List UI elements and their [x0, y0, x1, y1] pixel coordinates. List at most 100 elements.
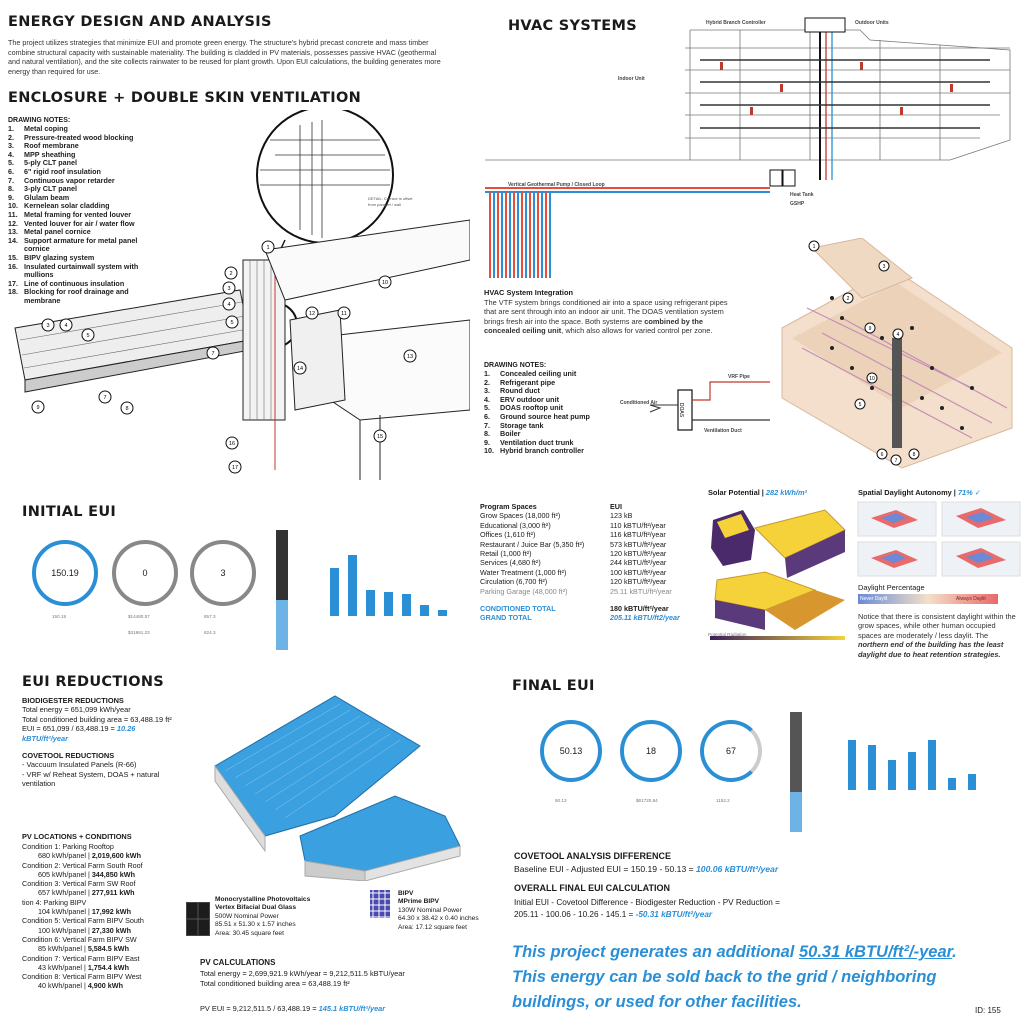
initial-eui-title: INITIAL EUI: [22, 504, 117, 520]
covetool-reduction-1: - Vaccuum Insulated Panels (R-66): [22, 760, 137, 770]
svg-text:17: 17: [232, 465, 238, 471]
pv-condition-value: 100 kWh/panel | 27,330 kWh: [38, 925, 131, 935]
svg-text:7: 7: [103, 395, 106, 401]
hvac-note-item: 7.Storage tank: [484, 420, 544, 430]
final-eui-title: FINAL EUI: [512, 678, 595, 694]
final-bar-4: [908, 752, 916, 790]
final-stack-blue: [790, 792, 802, 832]
pv-condition-value: 605 kWh/panel | 344,850 kWh: [38, 869, 135, 879]
final-eui-value: 50.13: [555, 798, 567, 803]
pv-condition-label: Condition 7: Vertical Farm BIPV East: [22, 953, 140, 963]
pv-condition-value: 657 kWh/panel | 277,911 kWh: [38, 888, 135, 898]
enclosure-note-item: 1.Metal coping: [8, 124, 68, 133]
conditioned-total-label: CONDITIONED TOTAL: [480, 604, 556, 614]
overall-calc-title: OVERALL FINAL EUI CALCULATION: [514, 883, 670, 893]
ventilation-duct-label: Ventilation Duct: [704, 428, 742, 434]
hvac-note-item: 9.Ventilation duct trunk: [484, 437, 574, 447]
biodigester-line-1: Total energy = 651,099 kWh/year: [22, 705, 131, 715]
enclosure-note-item: 8.3-ply CLT panel: [8, 184, 77, 194]
overall-calc-line-2: 205.11 - 100.06 - 10.26 - 145.1 = -50.31…: [514, 910, 713, 919]
initial-bar-7: [438, 610, 447, 616]
enclosure-note-item: 14.Support armature for metal panel corn…: [8, 235, 138, 254]
never-daylit-label: Never Daylit: [860, 596, 888, 602]
hvac-integration-text: The VTF system brings conditioned air in…: [484, 298, 728, 336]
svg-text:DETAIL: Cornice is offset: DETAIL: Cornice is offset: [368, 196, 413, 201]
initial-bar-3: [366, 590, 375, 616]
geothermal-label: Vertical Geothermal Pump / Closed Loop: [508, 182, 605, 188]
svg-text:2: 2: [229, 271, 232, 277]
bipv-panel-image: [370, 890, 390, 918]
enclosure-note-item: 4.MPP sheathing: [8, 149, 76, 159]
eui-header: EUI: [610, 502, 622, 511]
mono-pv-spec: Monocrystalline Photovoltaics Vertex Bif…: [215, 896, 311, 937]
daylight-percentage-title: Daylight Percentage: [858, 583, 925, 592]
enclosure-note-item: 17.Line of continuous insulation: [8, 278, 125, 288]
svg-text:8: 8: [125, 406, 128, 412]
hvac-note-item: 4.ERV outdoor unit: [484, 394, 559, 404]
pv-condition-label: tion 4: Parking BIPV: [22, 897, 87, 907]
final-co2-value: 1152.2: [716, 798, 730, 803]
hybrid-branch-label: Hybrid Branch Controller: [706, 20, 766, 26]
svg-text:2: 2: [847, 296, 850, 302]
final-bar-1: [848, 740, 856, 790]
initial-eui-value: 150.19: [52, 614, 67, 619]
program-row: Educational (3,000 ft²)110 kBTU/ft²/year: [480, 520, 666, 530]
enclosure-note-item: 9.Glulam beam: [8, 192, 70, 202]
conditioned-total-value: 180 kBTU/ft²/year: [610, 604, 669, 614]
initial-stack-dark: [276, 530, 288, 600]
svg-text:7: 7: [895, 458, 898, 464]
outdoor-units-label: Outdoor Units: [855, 20, 889, 26]
hvac-note-item: 8.Boiler: [484, 429, 521, 439]
svg-text:5: 5: [230, 320, 233, 326]
gshp-label: GSHP: [790, 201, 805, 207]
indoor-unit-label: Indoor Unit: [618, 76, 645, 82]
initial-lead-ring: 0: [112, 540, 178, 606]
solar-potential-diagram: [705, 500, 850, 645]
initial-co2-value: 857.3: [204, 614, 216, 619]
pv-condition-value: 104 kWh/panel | 17,992 kWh: [38, 907, 131, 917]
program-row: Parking Garage (48,000 ft²)25.11 kBTU/ft…: [480, 586, 672, 596]
initial-cost-value-2: $31861.23: [128, 630, 150, 635]
initial-stack-blue: [276, 600, 288, 650]
bipv-spec: BIPV MPrime BIPV 130W Nominal Power 64.3…: [398, 890, 479, 931]
svg-text:10: 10: [869, 376, 875, 382]
hvac-notes-title: DRAWING NOTES:: [484, 362, 547, 369]
daylight-thumbnails: [857, 501, 1021, 577]
hvac-note-item: 10.Hybrid branch controller: [484, 446, 584, 456]
sda-title: Spatial Daylight Autonomy | 71% ✓: [858, 488, 981, 497]
final-bar-3: [888, 760, 896, 790]
daylight-text: Notice that there is consistent daylight…: [858, 612, 1016, 659]
enclosure-note-item: 16.Insulated curtainwall system with mul…: [8, 261, 139, 280]
pv-condition-label: Condition 8: Vertical Farm BIPV West: [22, 972, 142, 982]
svg-text:9: 9: [36, 405, 39, 411]
covetool-difference-title: COVETOOL ANALYSIS DIFFERENCE: [514, 851, 672, 861]
conditioned-air-label: Conditioned Air: [620, 400, 658, 406]
panel-id: ID: 155: [975, 1006, 1001, 1015]
biodigester-title: BIODIGESTER REDUCTIONS: [22, 696, 124, 705]
svg-text:14: 14: [297, 366, 303, 372]
enclosure-callouts: 1 2 3 4 5 3 4 5 9 7 8 7 12 11 10 13 14 1…: [31, 240, 417, 474]
svg-text:12: 12: [309, 311, 315, 317]
program-row: Offices (1,610 ft²)116 kBTU/ft²/year: [480, 530, 666, 540]
covetool-difference-line: Baseline EUI - Adjusted EUI = 150.19 - 5…: [514, 864, 779, 874]
initial-co2-ring: 3: [190, 540, 256, 606]
final-cost-value: $61720.84: [636, 798, 658, 803]
enclosure-notes-title: DRAWING NOTES:: [8, 117, 71, 124]
always-daylit-label: Always Daylit: [956, 596, 986, 602]
initial-bar-6: [420, 605, 429, 616]
hvac-integration-title: HVAC System Integration: [484, 288, 573, 297]
pv-calculations-title: PV CALCULATIONS: [200, 958, 276, 967]
svg-text:4: 4: [227, 302, 230, 308]
svg-text:4: 4: [897, 332, 900, 338]
pv-condition-label: Condition 1: Parking Rooftop: [22, 842, 114, 851]
biodigester-line-3: EUI = 651,099 / 63,488.19 = 10.26 kBTU/f…: [22, 724, 136, 743]
hvac-building-section: [485, 17, 1011, 278]
biodigester-block: BIODIGESTER REDUCTIONS Total energy = 65…: [22, 696, 182, 789]
final-bar-6: [948, 778, 956, 790]
initial-bar-2: [348, 555, 357, 616]
enclosure-note-item: 15.BIPV glazing system: [8, 252, 95, 262]
enclosure-note-item: 6.6" rigid roof insulation: [8, 166, 101, 176]
final-stack-dark: [790, 712, 802, 792]
